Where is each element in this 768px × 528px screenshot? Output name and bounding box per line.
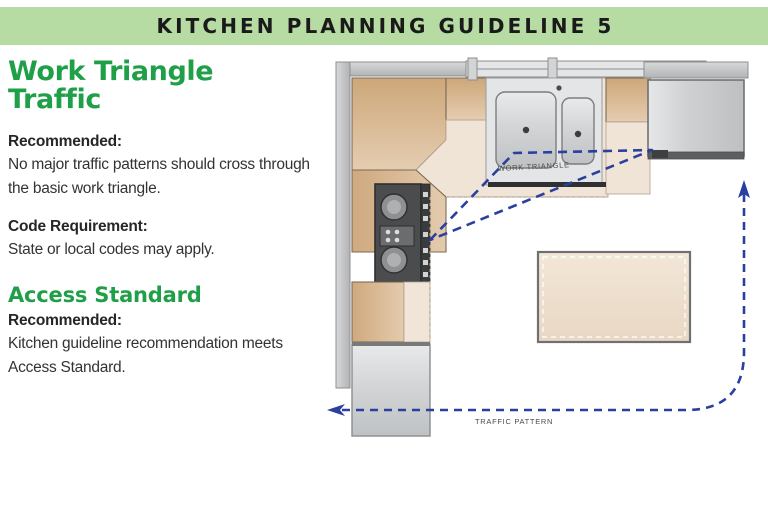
island-inner-dash [542,256,686,338]
wall-left [335,61,351,389]
range-knob-2 [394,229,400,235]
base-cabinet-left-cream [403,281,431,343]
range-trim-tick-2 [423,204,428,209]
range-trim-tick-3 [423,216,428,221]
upper-cabinet-right [605,77,651,123]
burner-top-inner [387,200,401,214]
recommended-text-1: No major traffic patterns should cross t… [8,155,310,197]
refrigerator-right-hinge [652,150,668,158]
counter-right-of-sink [605,121,651,195]
code-requirement-label: Code Requirement: [8,217,148,235]
traffic-pattern-path [327,180,750,416]
traffic-arrow-up [738,180,750,198]
island [536,250,692,344]
range-knob-1 [385,229,391,235]
sink-drain-large [522,126,530,134]
wall-cap-right [643,61,749,79]
range-trim-tick-1 [423,192,428,197]
faucet-icon [556,85,562,91]
refrigerator-left-top-trim [352,342,430,346]
spacer [8,201,310,218]
refrigerator-right [647,79,745,157]
work-triangle-path [428,148,654,242]
kitchen-floor-plan: WORK TRIANGLE TRAFFIC PATTERN [318,52,768,528]
range-knob-4 [394,237,400,243]
range-trim-tick-7 [423,272,428,277]
recommended-text-2: Kitchen guideline recommendation meets A… [8,334,283,376]
window-mullion-right [547,57,558,81]
traffic-arrow-left [327,404,345,416]
main-heading: Work Triangle Traffic [8,56,214,116]
guideline-text-column: Work Triangle Traffic Recommended: No ma… [8,56,310,380]
window-mullion-left [467,57,478,81]
base-cabinet-left-tan [351,281,405,343]
refrigerator-right-base [647,151,745,160]
traffic-pattern-label: TRAFFIC PATTERN [475,417,553,426]
access-standard-heading: Access Standard [8,282,202,307]
recommended-label-2: Recommended: [8,311,122,329]
code-requirement-text: State or local codes may apply. [8,240,215,258]
recommended-label-1: Recommended: [8,132,122,150]
page-title: KITCHEN PLANNING GUIDELINE 5 [156,14,615,38]
range-trim-tick-4 [423,232,428,237]
base-shadow-sink [488,182,606,187]
sink-drain-small [574,130,582,138]
refrigerator-left-wall [351,343,431,437]
burner-bottom-inner [387,253,401,267]
range-trim-tick-5 [423,248,428,253]
range-trim-tick-6 [423,260,428,265]
work-triangle-label: WORK TRIANGLE [498,160,570,173]
range-control-panel [379,225,415,247]
header-band: KITCHEN PLANNING GUIDELINE 5 [0,7,768,45]
range-knob-3 [385,237,391,243]
